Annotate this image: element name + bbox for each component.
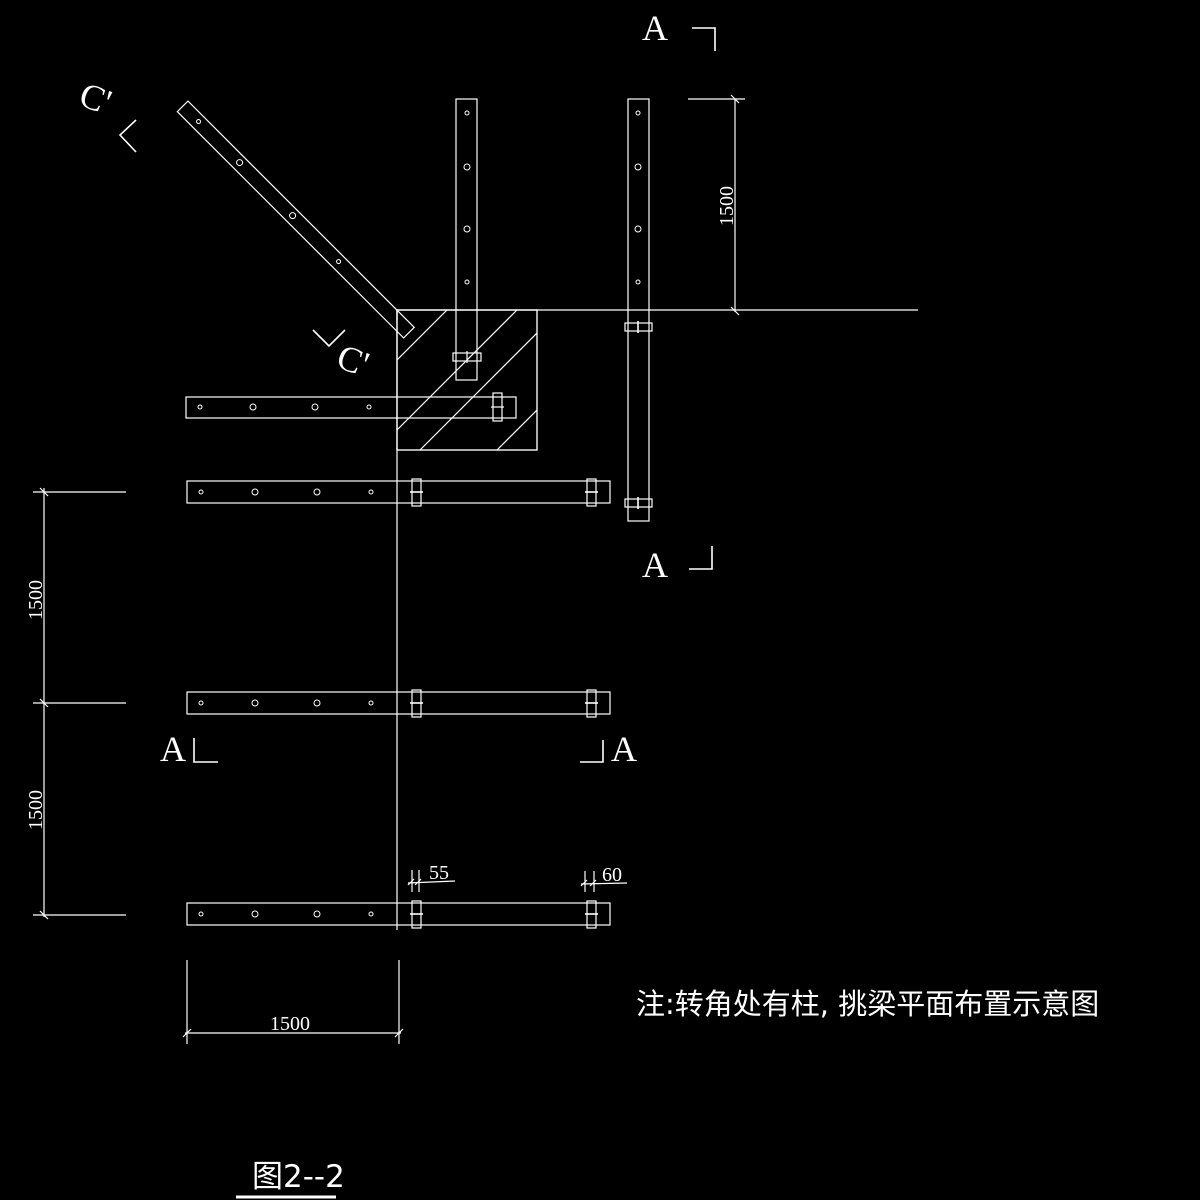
bolt-hole — [251, 488, 259, 496]
section-label-a-top: A — [642, 8, 668, 48]
dimension-left: 1500 1500 — [25, 487, 126, 920]
dimension-top-right: 1500 — [688, 94, 745, 316]
beam-clamp — [410, 900, 423, 929]
bolt-hole — [198, 911, 204, 917]
dimension-text-left-upper: 1500 — [25, 580, 47, 620]
bolt-hole — [198, 489, 204, 495]
dimension-text-55: 55 — [429, 862, 449, 884]
bolt-hole — [251, 910, 259, 918]
diagonal-beam — [176, 100, 416, 339]
dimension-text-top-right: 1500 — [716, 186, 738, 226]
dimension-text-left-lower: 1500 — [25, 790, 47, 830]
beam-clamp — [585, 900, 598, 929]
section-label-a-right: A — [611, 729, 637, 769]
dimension-bolt-offsets: 55 60 — [407, 862, 628, 892]
bolt-hole — [313, 488, 321, 496]
bolt-hole — [368, 700, 374, 706]
bolt-hole — [313, 910, 321, 918]
vertical-beam-column — [452, 98, 482, 381]
horizontal-beam — [186, 900, 611, 929]
bolt-hole — [368, 911, 374, 917]
dimension-bottom: 1500 — [182, 960, 404, 1044]
section-mark-a-top: A — [642, 8, 716, 51]
bolt-hole — [368, 489, 374, 495]
section-mark-a-left: A — [160, 729, 218, 769]
beam-clamp — [585, 478, 598, 507]
horizontal-beam-column — [185, 392, 517, 422]
bolt-hole — [313, 699, 321, 707]
horizontal-beam — [186, 689, 611, 718]
section-label-a-mid-right: A — [642, 545, 668, 585]
beam-clamp — [410, 478, 423, 507]
section-mark-a-right: A — [580, 729, 637, 769]
figure-title-text: 图2--2 — [252, 1159, 345, 1195]
vertical-beam-right — [624, 98, 653, 522]
beam-clamp — [585, 689, 598, 718]
section-label-c-top: C' — [74, 74, 116, 122]
beam-clamp — [410, 689, 423, 718]
dimension-text-60: 60 — [602, 864, 622, 886]
dimension-text-bottom: 1500 — [270, 1013, 310, 1035]
section-label-a-left: A — [160, 729, 186, 769]
section-mark-c-top: C' — [74, 74, 137, 153]
section-label-c-bottom: C' — [332, 336, 374, 384]
bolt-hole — [251, 699, 259, 707]
column-hatch — [397, 310, 537, 450]
horizontal-beam — [186, 478, 611, 507]
figure-title: 图2--2 — [236, 1159, 345, 1199]
bolt-hole — [198, 700, 204, 706]
drawing-note: 注:转角处有柱, 挑梁平面布置示意图 — [636, 987, 1099, 1021]
section-mark-c-bottom: C' — [312, 329, 374, 384]
section-mark-a-mid-right: A — [642, 545, 713, 585]
